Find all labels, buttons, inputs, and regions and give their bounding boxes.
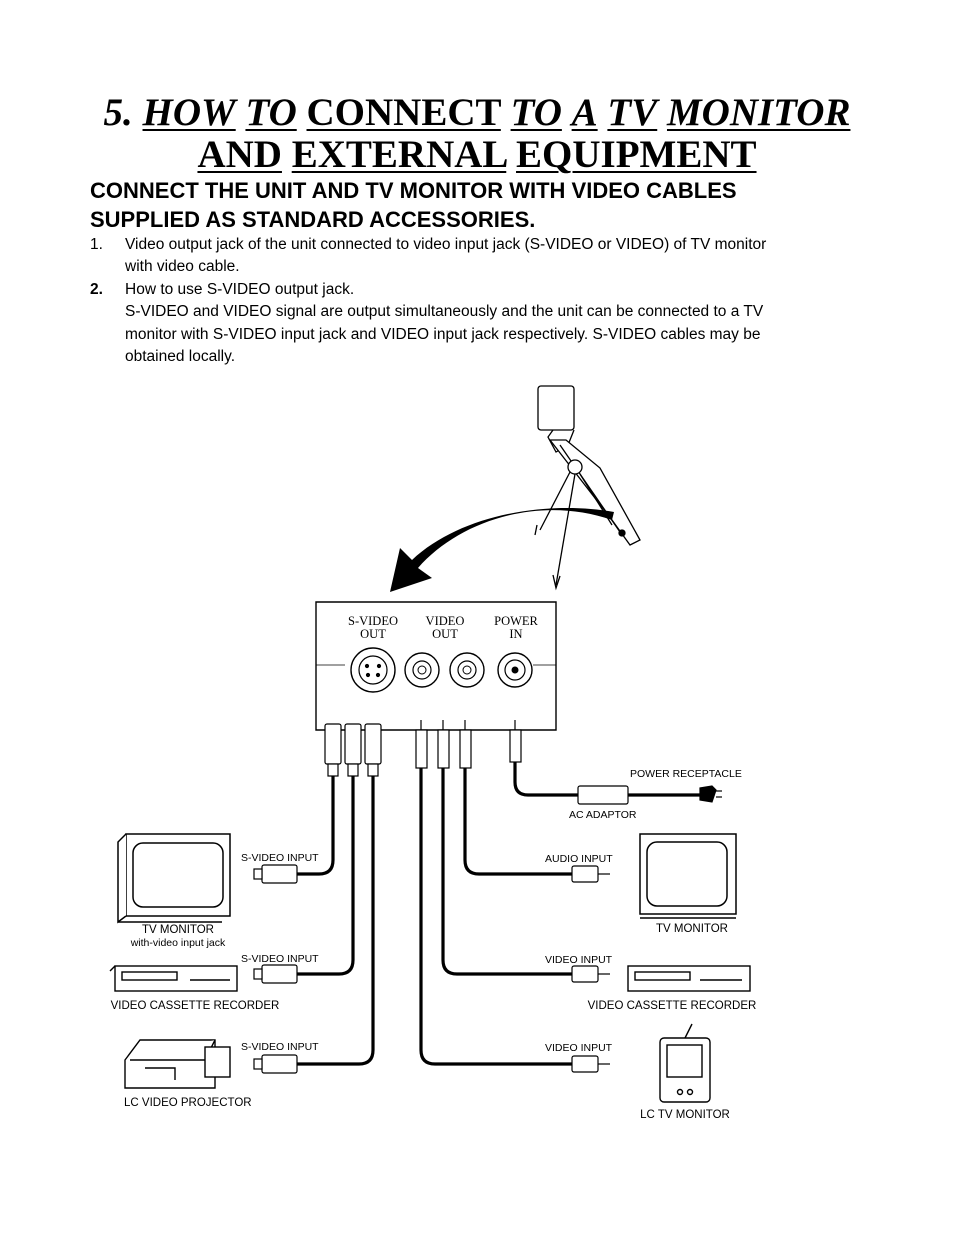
- title-word-and: AND: [197, 133, 282, 176]
- cables: [297, 762, 700, 1066]
- power-jack-icon: [497, 652, 533, 688]
- svideo-input-label-2: S-VIDEO INPUT: [241, 953, 319, 965]
- tv-monitor-left-label: TV MONITOR: [142, 924, 214, 936]
- rear-panel: S-VIDEO OUT VIDEO OUT POWER IN: [315, 601, 557, 731]
- projector-icon: [124, 1039, 231, 1089]
- instruction-list: 1. Video output jack of the unit connect…: [90, 234, 850, 368]
- svideo-jack-icon: [350, 647, 396, 693]
- title-word-tv: TV: [607, 91, 658, 134]
- item-text-line: monitor with S-VIDEO input jack and VIDE…: [125, 325, 761, 343]
- lc-projector-label: LC VIDEO PROJECTOR: [124, 1097, 252, 1109]
- item-text-line: How to use S-VIDEO output jack.: [125, 280, 355, 298]
- section-subheading: CONNECT THE UNIT AND TV MONITOR WITH VID…: [90, 176, 870, 234]
- title-word-connect: CONNECT: [306, 91, 501, 134]
- svideo-out-label-2: OUT: [360, 627, 386, 641]
- audio-jack-icon: [449, 652, 485, 688]
- lc-tv-monitor-label: LC TV MONITOR: [640, 1109, 730, 1121]
- video-input-label-1: VIDEO INPUT: [545, 954, 613, 966]
- ac-adaptor-icon: [577, 785, 722, 805]
- title-word-how: HOW: [142, 91, 236, 134]
- power-receptacle-label: POWER RECEPTACLE: [630, 768, 742, 780]
- audio-input-label: AUDIO INPUT: [545, 853, 613, 865]
- ac-adaptor-label: AC ADAPTOR: [569, 809, 637, 821]
- svideo-plugs: [324, 723, 382, 777]
- subheading-line-1: CONNECT THE UNIT AND TV MONITOR WITH VID…: [90, 178, 737, 203]
- page-title: 5. HOW TO CONNECT TO A TV MONITOR AND EX…: [0, 92, 954, 176]
- camera-unit-illustration: [534, 385, 641, 591]
- item-number: 2.: [90, 280, 103, 298]
- curved-arrow-icon: [390, 508, 614, 592]
- list-item: 2. How to use S-VIDEO output jack. S-VID…: [90, 279, 850, 369]
- item-text-line: Video output jack of the unit connected …: [125, 236, 767, 253]
- title-line-2: AND EXTERNAL EQUIPMENT: [0, 134, 954, 176]
- svideo-out-label-1: S-VIDEO: [348, 614, 398, 628]
- title-word-to: TO: [245, 91, 297, 134]
- tv-monitor-left-sublabel: with-video input jack: [130, 937, 226, 949]
- vcr-icon: [109, 965, 238, 992]
- video-jack-icon: [404, 652, 440, 688]
- video-out-label-1: VIDEO: [426, 614, 465, 628]
- item-text-line: obtained locally.: [125, 348, 236, 366]
- connection-diagram: S-VIDEO OUT VIDEO OUT POWER IN: [109, 385, 757, 1121]
- title-word-to-2: TO: [510, 91, 562, 134]
- vcr-right-label: VIDEO CASSETTE RECORDER: [588, 1000, 757, 1012]
- title-line-1: 5. HOW TO CONNECT TO A TV MONITOR: [0, 92, 954, 134]
- subheading-line-2: SUPPLIED AS STANDARD ACCESSORIES.: [90, 207, 536, 232]
- title-word-equipment: EQUIPMENT: [516, 133, 757, 176]
- list-item: 1. Video output jack of the unit connect…: [90, 234, 850, 279]
- title-number: 5.: [103, 91, 133, 134]
- video-out-label-2: OUT: [432, 627, 458, 641]
- lc-tv-monitor-icon: [659, 1023, 711, 1103]
- title-word-external: EXTERNAL: [291, 133, 507, 176]
- left-connectors: [253, 864, 298, 1074]
- svideo-input-label-1: S-VIDEO INPUT: [241, 852, 319, 864]
- item-text-line: S-VIDEO and VIDEO signal are output simu…: [125, 303, 764, 321]
- item-text-line: with video cable.: [125, 258, 240, 276]
- video-input-label-2: VIDEO INPUT: [545, 1042, 613, 1054]
- power-in-label-1: POWER: [494, 614, 538, 628]
- item-number: 1.: [90, 236, 103, 253]
- tv-monitor-icon: [117, 833, 231, 924]
- title-word-monitor: MONITOR: [666, 91, 851, 134]
- power-in-label-2: IN: [509, 627, 522, 641]
- vcr-left-label: VIDEO CASSETTE RECORDER: [111, 1000, 280, 1012]
- svideo-input-label-3: S-VIDEO INPUT: [241, 1041, 319, 1053]
- title-word-a: A: [571, 91, 598, 134]
- vcr-right-icon: [627, 965, 751, 992]
- tv-monitor-right-label: TV MONITOR: [656, 923, 728, 935]
- tv-monitor-right-icon: [639, 833, 737, 919]
- right-connectors: [571, 865, 610, 1073]
